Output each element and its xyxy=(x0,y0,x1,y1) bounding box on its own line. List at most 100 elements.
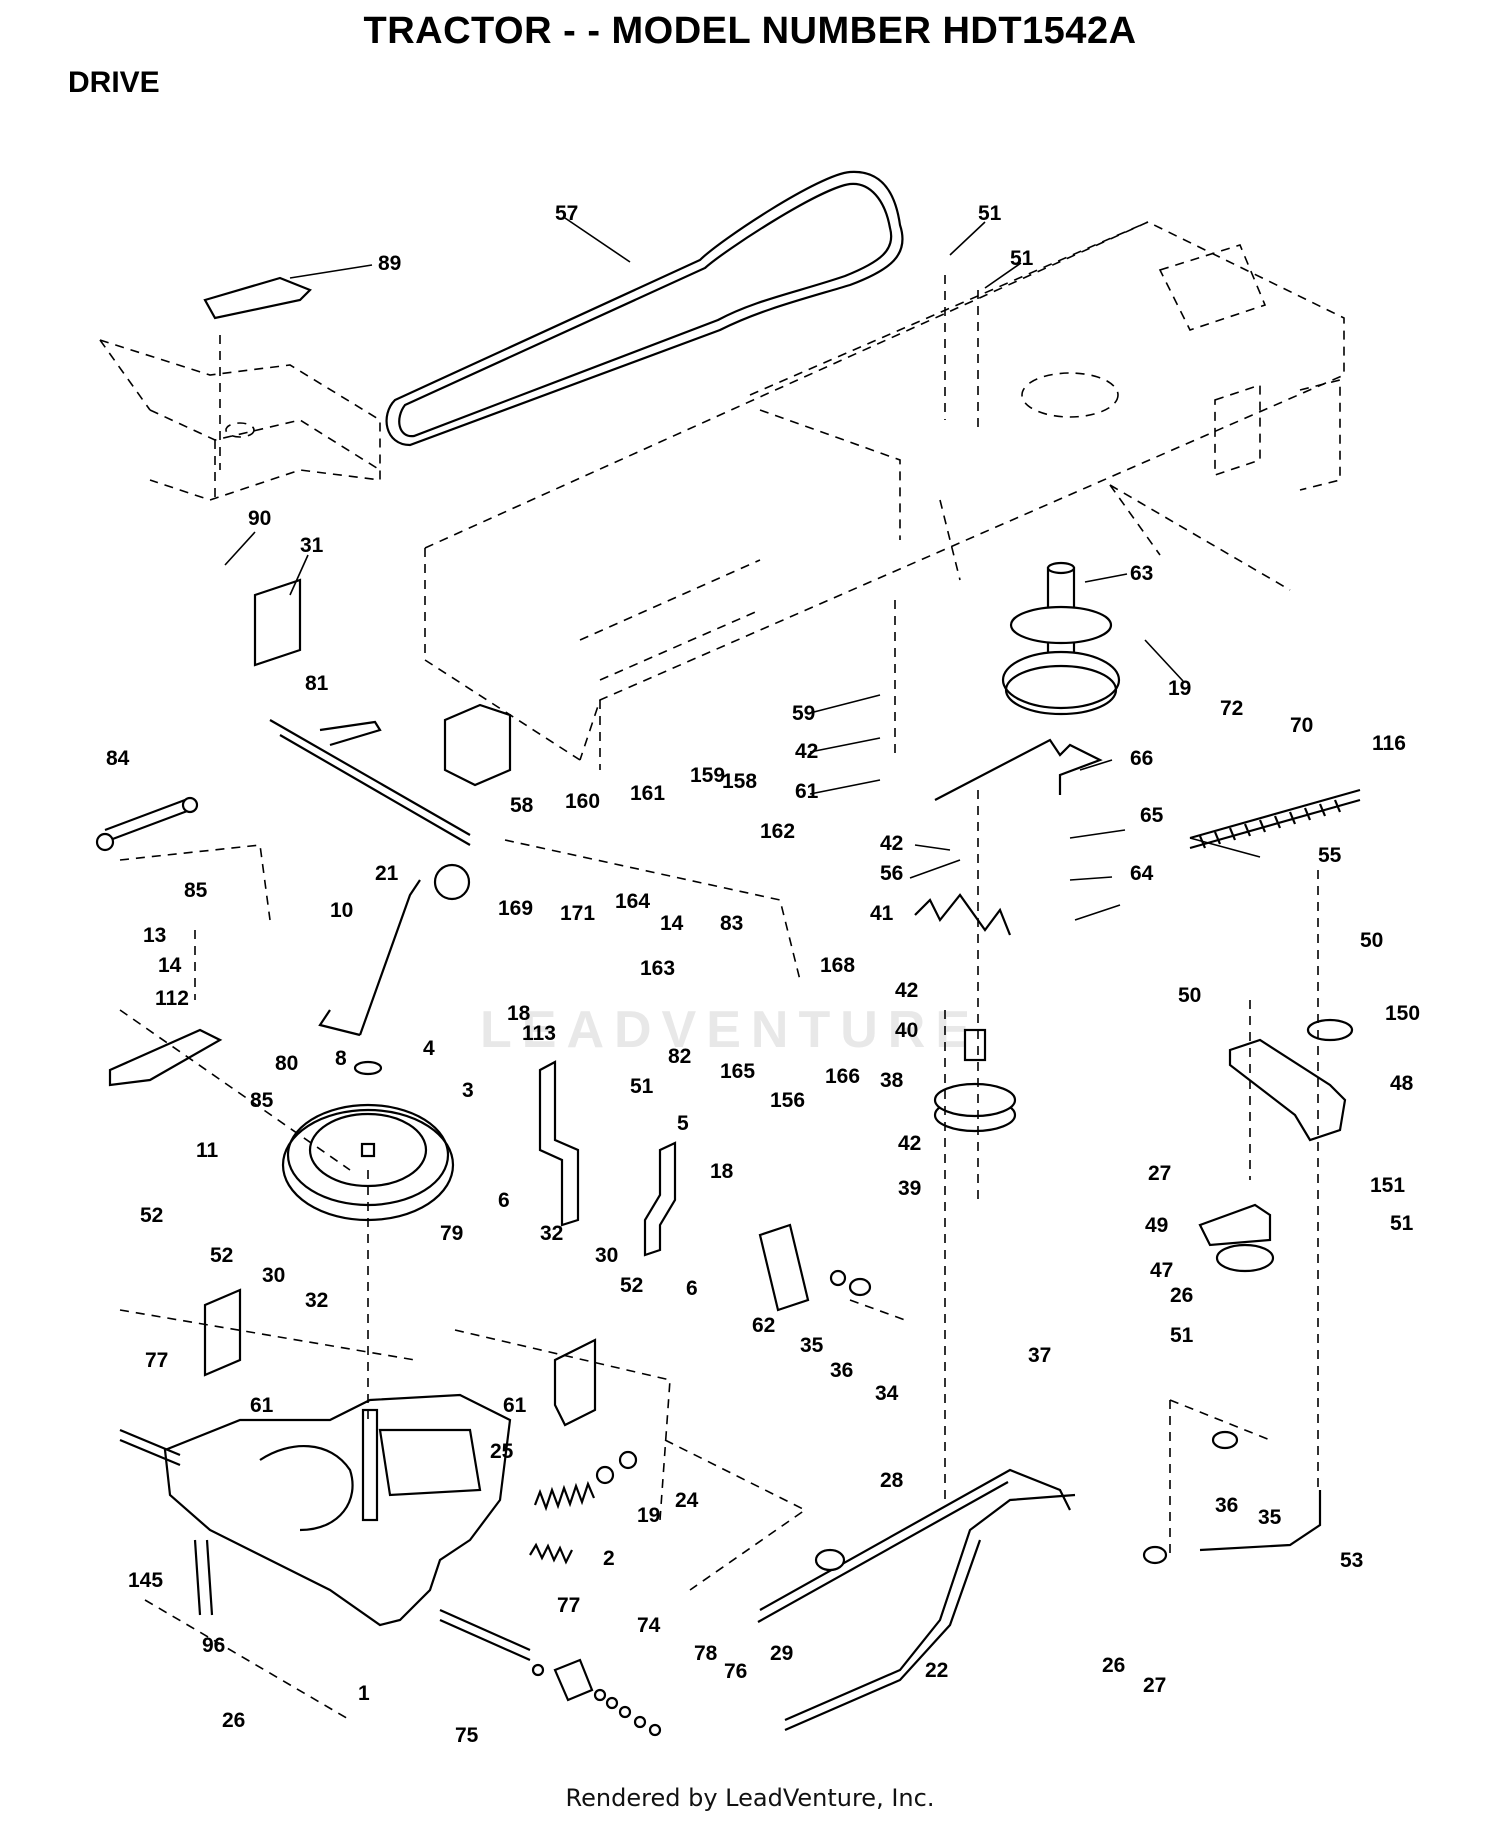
callout-48: 48 xyxy=(1390,1072,1414,1095)
callout-26: 26 xyxy=(222,1709,245,1732)
callout-161: 161 xyxy=(630,782,665,805)
callout-14: 14 xyxy=(660,912,684,935)
callout-96: 96 xyxy=(202,1634,225,1657)
part-80-bracket xyxy=(108,1028,223,1087)
callout-30: 30 xyxy=(262,1264,285,1287)
part-36-washer xyxy=(1211,1430,1239,1450)
part-5-bracket xyxy=(643,1141,677,1257)
callout-30: 30 xyxy=(595,1244,618,1267)
watermark: LEADVENTURE xyxy=(480,1001,981,1059)
callout-89: 89 xyxy=(378,252,401,275)
section-heading: DRIVE xyxy=(68,66,160,99)
callout-72: 72 xyxy=(1220,697,1243,720)
callout-64: 64 xyxy=(1130,862,1154,885)
part-47-pulley xyxy=(1215,1243,1275,1273)
callout-85: 85 xyxy=(250,1089,274,1112)
callout-36: 36 xyxy=(1215,1494,1238,1517)
callout-57: 57 xyxy=(555,202,578,225)
callout-166: 166 xyxy=(825,1065,860,1088)
callout-79: 79 xyxy=(440,1222,463,1245)
callout-75: 75 xyxy=(455,1724,479,1747)
callout-27: 27 xyxy=(1143,1674,1166,1697)
callout-74: 74 xyxy=(637,1614,661,1637)
part-26-washer xyxy=(1142,1545,1168,1565)
part-40-spacer xyxy=(963,1028,987,1062)
callout-80: 80 xyxy=(275,1052,298,1075)
callout-18: 18 xyxy=(507,1002,531,1025)
part-28-rod xyxy=(759,1468,1071,1611)
callout-29: 29 xyxy=(770,1642,793,1665)
callout-13: 13 xyxy=(143,924,166,947)
callout-164: 164 xyxy=(615,890,650,913)
drive-belt xyxy=(385,170,904,447)
part-81-shaft xyxy=(269,719,471,846)
callout-1: 1 xyxy=(358,1682,370,1705)
callout-163: 163 xyxy=(640,957,675,980)
callout-84: 84 xyxy=(106,747,130,770)
part-28-rod-b xyxy=(757,1481,1009,1623)
callout-52: 52 xyxy=(140,1204,163,1227)
callout-70: 70 xyxy=(1290,714,1313,737)
callout-158: 158 xyxy=(722,770,757,793)
part-150-spacer xyxy=(1306,1018,1354,1042)
callout-51: 51 xyxy=(1170,1324,1194,1347)
assembly-guides xyxy=(119,275,1319,1721)
part-41-rod xyxy=(914,893,1012,936)
callout-4: 4 xyxy=(423,1037,435,1060)
callout-52: 52 xyxy=(210,1244,233,1267)
callout-156: 156 xyxy=(770,1089,805,1112)
page-title: TRACTOR - - MODEL NUMBER HDT1542A xyxy=(363,10,1137,52)
chassis-frame xyxy=(424,221,1345,770)
rendered-by-footer: Rendered by LeadVenture, Inc. xyxy=(565,1784,935,1812)
callout-36: 36 xyxy=(830,1359,853,1382)
callout-27: 27 xyxy=(1148,1162,1171,1185)
part-38-pulley xyxy=(933,1028,1017,1133)
part-19-bushing xyxy=(595,1465,615,1485)
callout-42: 42 xyxy=(895,979,918,1002)
callout-47: 47 xyxy=(1150,1259,1173,1282)
callout-61: 61 xyxy=(503,1394,527,1417)
part-30-bracket-right xyxy=(553,1338,597,1427)
callout-165: 165 xyxy=(720,1060,755,1083)
callout-41: 41 xyxy=(870,902,894,925)
part-113-bracket xyxy=(538,1060,580,1227)
part-84-rod xyxy=(95,796,199,852)
part-22-rod-b xyxy=(784,1539,982,1732)
callout-3: 3 xyxy=(462,1079,474,1102)
part-2-spring xyxy=(529,1542,573,1565)
callout-38: 38 xyxy=(880,1069,904,1092)
part-55-spring xyxy=(1189,788,1361,850)
part-74-bushing xyxy=(553,1658,594,1702)
callout-52: 52 xyxy=(620,1274,643,1297)
callout-51: 51 xyxy=(1390,1212,1414,1235)
leader-lines xyxy=(224,217,1261,921)
callout-169: 169 xyxy=(498,897,533,920)
callout-40: 40 xyxy=(895,1019,918,1042)
callout-32: 32 xyxy=(305,1289,328,1312)
callout-19: 19 xyxy=(637,1504,660,1527)
part-49-bracket xyxy=(1198,1203,1272,1247)
callout-62: 62 xyxy=(752,1314,775,1337)
part-25-spring xyxy=(533,1480,596,1512)
callout-61: 61 xyxy=(795,780,819,803)
callout-51: 51 xyxy=(1010,247,1034,270)
callout-18: 18 xyxy=(710,1160,734,1183)
part-8-lever xyxy=(318,863,471,1037)
callout-83: 83 xyxy=(720,912,743,935)
callout-81: 81 xyxy=(305,672,329,695)
callout-160: 160 xyxy=(565,790,600,813)
callout-22: 22 xyxy=(925,1659,948,1682)
part-53-rod xyxy=(1199,1490,1322,1552)
callout-112: 112 xyxy=(155,987,189,1010)
part-35-washer xyxy=(829,1269,847,1287)
callout-19: 19 xyxy=(1168,677,1191,700)
callout-51: 51 xyxy=(630,1075,654,1098)
callout-10: 10 xyxy=(330,899,353,922)
part-75-washers xyxy=(531,1663,662,1737)
callout-8: 8 xyxy=(335,1047,347,1070)
callout-35: 35 xyxy=(800,1334,824,1357)
part-30-bracket-left xyxy=(203,1288,242,1377)
callout-39: 39 xyxy=(898,1177,921,1200)
callout-116: 116 xyxy=(1372,732,1406,755)
part-1-transaxle xyxy=(119,1393,531,1662)
